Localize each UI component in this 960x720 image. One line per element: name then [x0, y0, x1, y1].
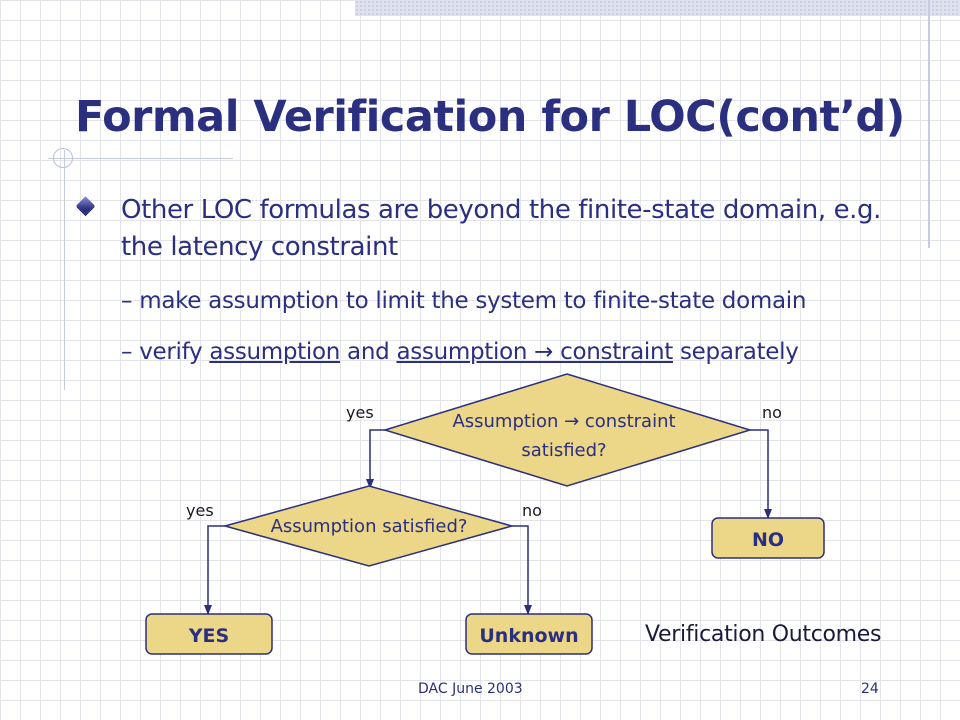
- decor-line-right: [928, 0, 930, 248]
- outcome-unknown-box: [465, 613, 593, 655]
- sub2-assumption-constraint: assumption → constraint: [396, 339, 673, 365]
- outcome-no-label: NO: [752, 529, 784, 551]
- connector-d2-no: [512, 525, 532, 615]
- slide-title: Formal Verification for LOC(cont’d): [75, 92, 905, 142]
- sub2-mid: and: [340, 339, 397, 365]
- outcome-no-box: [711, 517, 825, 559]
- label-no-2: no: [522, 501, 542, 520]
- connector-d1-yes: [366, 429, 385, 489]
- decision1-line1: Assumption → constraint: [452, 411, 675, 432]
- footer-page-number: 24: [861, 681, 879, 697]
- decor-line-horizontal: [48, 158, 233, 159]
- decision-assumption-constraint: [382, 373, 753, 487]
- decision2-label: Assumption satisfied?: [271, 516, 468, 537]
- label-yes-1: yes: [346, 403, 374, 422]
- sub-bullet-2: – verify assumption and assumption → con…: [121, 339, 799, 365]
- sub2-assumption: assumption: [209, 339, 341, 365]
- decision-assumption: [222, 485, 515, 567]
- crosshair-icon: [53, 148, 73, 168]
- connector-d2-yes: [204, 525, 225, 615]
- decision1-line2: satisfied?: [521, 440, 606, 461]
- outcome-unknown-label: Unknown: [479, 625, 578, 647]
- outcome-yes-label: YES: [188, 625, 229, 647]
- label-yes-2: yes: [186, 501, 214, 520]
- header-band: [355, 0, 960, 16]
- bullet-text: Other LOC formulas are beyond the finite…: [121, 195, 881, 262]
- label-no-1: no: [762, 403, 782, 422]
- sub2-prefix: – verify: [121, 339, 210, 365]
- sub-bullet-1: – make assumption to limit the system to…: [121, 288, 807, 314]
- sub2-suffix: separately: [672, 339, 799, 365]
- footer-conference: DAC June 2003: [418, 681, 523, 697]
- decor-line-left: [64, 150, 65, 390]
- connector-d1-no: [750, 429, 772, 519]
- outcome-yes-box: [145, 613, 273, 655]
- verification-outcomes-caption: Verification Outcomes: [645, 622, 882, 647]
